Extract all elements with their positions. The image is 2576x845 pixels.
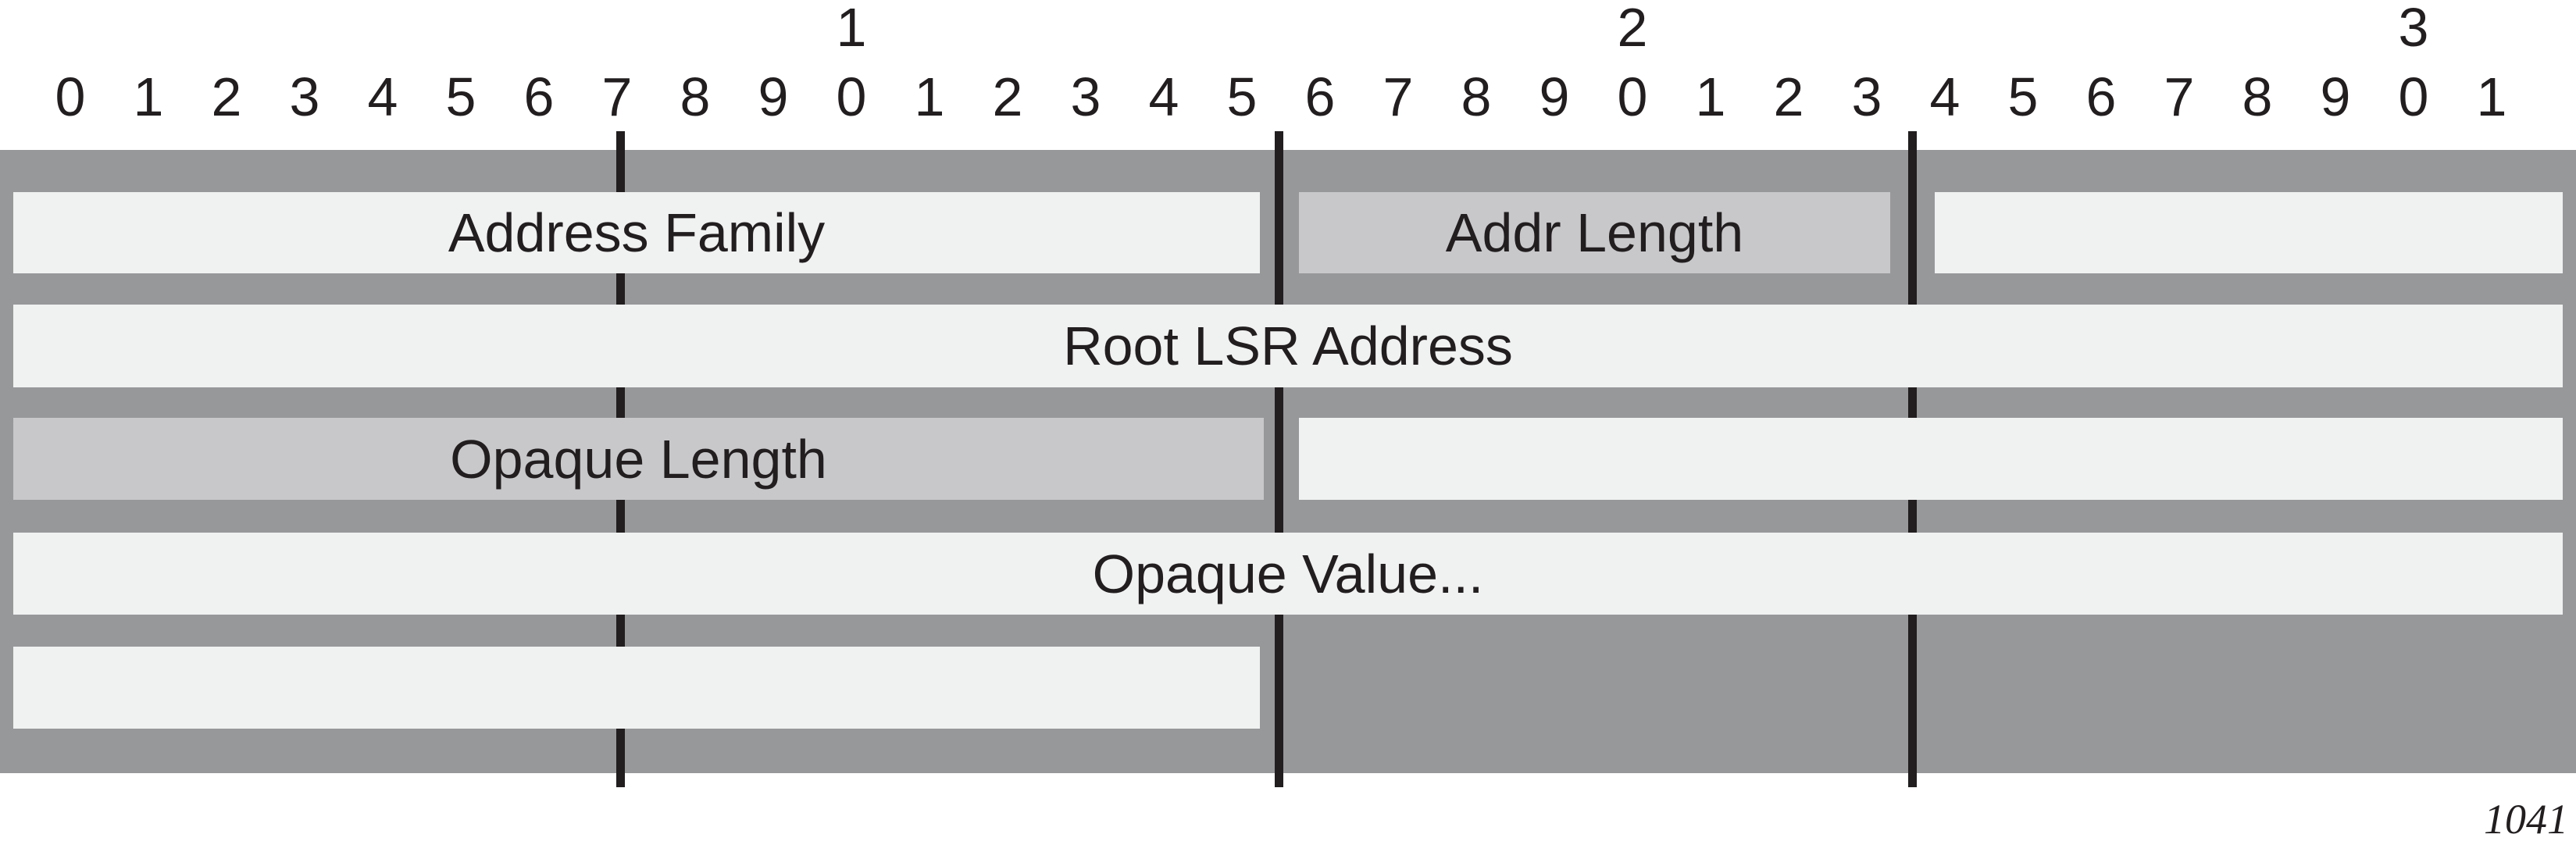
bit-label-26: 6 xyxy=(2085,66,2117,127)
bit-label-7: 7 xyxy=(601,66,633,127)
bit-label-8: 8 xyxy=(680,66,711,127)
field-opaque-value-label: Opaque Value... xyxy=(1092,543,1484,604)
bit-label-22: 2 xyxy=(1773,66,1804,127)
figure-number: 1041 xyxy=(2484,796,2568,843)
field-address-family-label: Address Family xyxy=(448,202,826,263)
bit-label-20: 0 xyxy=(1617,66,1648,127)
bit-label-2: 2 xyxy=(211,66,242,127)
byte-boundary-line-after-bit-15 xyxy=(1274,131,1283,787)
bit-label-28: 8 xyxy=(2242,66,2273,127)
bit-label-13: 3 xyxy=(1070,66,1101,127)
bit-label-10: 0 xyxy=(836,66,867,127)
field-addr-length: Addr Length xyxy=(1299,192,1890,273)
bit-label-5: 5 xyxy=(445,66,476,127)
bit-label-25: 5 xyxy=(2007,66,2039,127)
bit-label-11: 1 xyxy=(914,66,945,127)
field-root-lsr-address: Root LSR Address xyxy=(13,305,2563,387)
field-addr-length-label: Addr Length xyxy=(1445,202,1744,263)
bit-label-9: 9 xyxy=(758,66,789,127)
bit-label-15: 5 xyxy=(1226,66,1258,127)
bit-label-3: 3 xyxy=(289,66,320,127)
bit-label-12: 2 xyxy=(992,66,1023,127)
bit-label-29: 9 xyxy=(2320,66,2351,127)
bit-label-30: 0 xyxy=(2398,66,2429,127)
field-address-family: Address Family xyxy=(13,192,1260,273)
bit-label-14: 4 xyxy=(1148,66,1179,127)
field-unlabeled-bits-0-15 xyxy=(13,647,1260,729)
bit-label-27: 7 xyxy=(2164,66,2195,127)
bit-label-23: 3 xyxy=(1851,66,1882,127)
bit-label-16: 6 xyxy=(1304,66,1336,127)
field-opaque-length-label: Opaque Length xyxy=(450,428,827,490)
bit-label-1: 1 xyxy=(133,66,164,127)
bit-label-0: 0 xyxy=(55,66,86,127)
field-root-lsr-address-label: Root LSR Address xyxy=(1063,316,1513,376)
bit-label-31: 1 xyxy=(2476,66,2507,127)
bit-tens-label-30: 3 xyxy=(2398,0,2429,58)
field-opaque-length: Opaque Length xyxy=(13,418,1264,500)
bit-label-18: 8 xyxy=(1461,66,1492,127)
bit-label-24: 4 xyxy=(1929,66,1961,127)
bit-label-6: 6 xyxy=(523,66,555,127)
bit-tens-label-10: 1 xyxy=(836,0,867,58)
field-unlabeled-bits-16-31 xyxy=(1299,418,2563,500)
bit-label-19: 9 xyxy=(1539,66,1570,127)
field-unlabeled-bits-24-31 xyxy=(1935,192,2563,273)
bit-tens-label-20: 2 xyxy=(1617,0,1648,58)
bit-label-4: 4 xyxy=(367,66,398,127)
bit-label-21: 1 xyxy=(1695,66,1726,127)
bit-label-17: 7 xyxy=(1383,66,1414,127)
field-opaque-value: Opaque Value... xyxy=(13,533,2563,615)
